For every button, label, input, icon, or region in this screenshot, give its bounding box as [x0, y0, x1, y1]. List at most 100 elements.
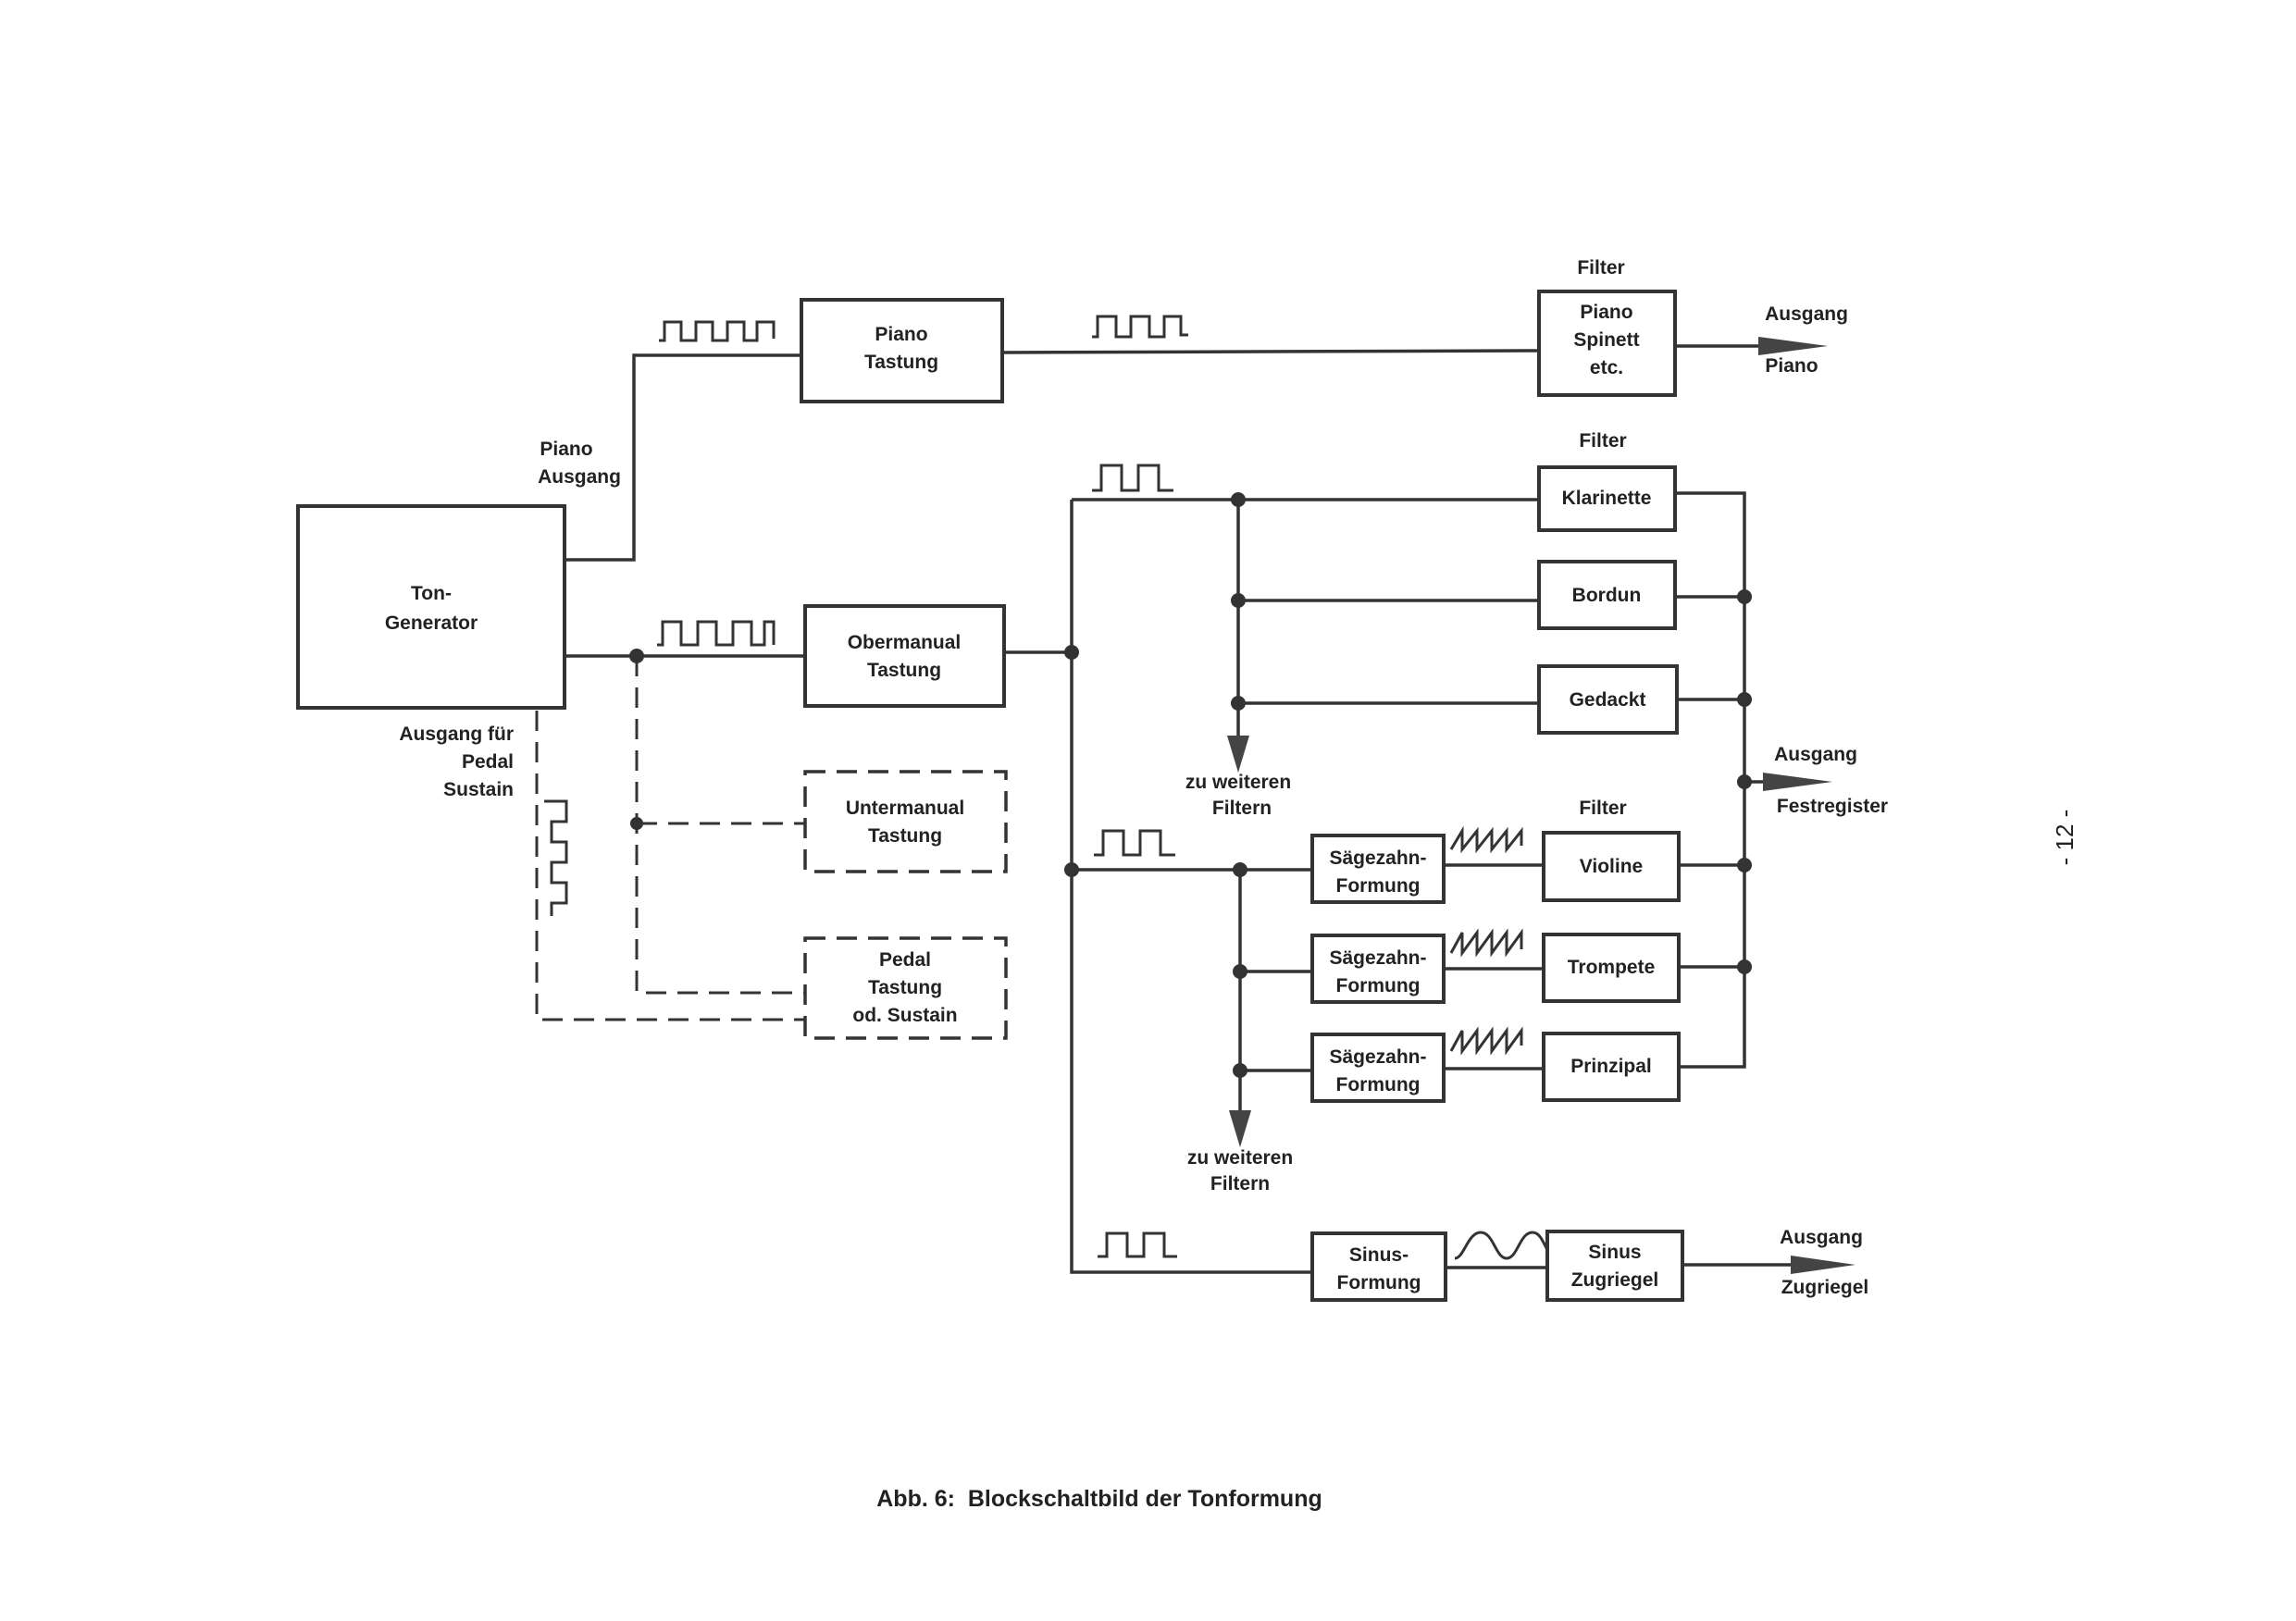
block-bordun-label: Bordun: [1572, 585, 1642, 606]
block-saegezahn-1: [1310, 834, 1446, 904]
junction-untermanual: [630, 817, 643, 830]
junction-out-gedackt: [1737, 692, 1752, 707]
block-trompete-label: Trompete: [1568, 957, 1656, 978]
label-piano-ausgang-1: Piano: [540, 439, 592, 460]
junction-gedackt: [1231, 696, 1246, 711]
wire-out-bus: [1675, 491, 1746, 1069]
label-out-piano-2: Piano: [1765, 355, 1818, 377]
label-filter-low: Filter: [1579, 798, 1626, 819]
junction-out-bordun: [1737, 589, 1752, 604]
page-number: - 12 -: [2051, 810, 2079, 866]
label-out-zug-1: Ausgang: [1780, 1227, 1863, 1248]
sawtooth-wave-icon: [1449, 1026, 1523, 1056]
block-piano-filter-line3: etc.: [1590, 357, 1623, 378]
label-ausgang-pedal-3: Sustain: [443, 779, 514, 800]
block-obermanual-line1: Obermanual: [848, 632, 962, 653]
junction-obermanual-out: [1064, 645, 1079, 660]
square-wave-icon: [657, 620, 776, 647]
block-bordun: [1537, 560, 1677, 630]
block-sinus-zugriegel: [1545, 1230, 1684, 1302]
junction-gen: [629, 649, 644, 663]
label-out-zug-2: Zugriegel: [1781, 1277, 1869, 1298]
square-wave-icon: [1092, 315, 1188, 339]
junction-saw1: [1233, 862, 1247, 877]
block-untermanual-line2: Tastung: [868, 825, 942, 847]
block-saegezahn-3-line1: Sägezahn-: [1329, 1046, 1426, 1068]
wire-piano-to-filter: [1001, 349, 1540, 354]
block-piano-filter-line1: Piano: [1580, 302, 1632, 323]
block-pedal-line2: Tastung: [868, 977, 942, 998]
block-untermanual-line1: Untermanual: [846, 798, 964, 819]
block-gedackt-label: Gedackt: [1570, 689, 1646, 711]
block-ton-generator-line2: Generator: [385, 613, 478, 634]
junction-out-violine: [1737, 858, 1752, 872]
arrow-zu-weiteren-2: [1229, 1110, 1251, 1147]
sine-wave-icon: [1454, 1231, 1556, 1260]
wire-dash-pedal-sustain: [535, 711, 805, 1021]
square-wave-vertical-icon: [544, 799, 568, 916]
label-out-fest-2: Festregister: [1777, 796, 1888, 817]
block-pedal-line1: Pedal: [879, 949, 931, 971]
block-klarinette: [1537, 465, 1677, 532]
block-saegezahn-1-line1: Sägezahn-: [1329, 848, 1426, 869]
block-sinus-formung: [1310, 1231, 1447, 1302]
square-wave-icon: [1094, 829, 1175, 857]
block-obermanual-tastung: [803, 604, 1006, 708]
wire-bus-main: [1070, 500, 1312, 1274]
block-ton-generator-line1: Ton-: [411, 583, 452, 604]
block-piano-filter: [1537, 290, 1677, 397]
block-prinzipal-label: Prinzipal: [1570, 1056, 1652, 1077]
block-piano-filter-line2: Spinett: [1573, 329, 1639, 351]
label-ausgang-pedal-1: Ausgang für: [399, 724, 514, 745]
block-untermanual-tastung: [803, 770, 1008, 873]
block-sinus-zugriegel-line1: Sinus: [1588, 1242, 1641, 1263]
label-out-fest-1: Ausgang: [1774, 744, 1857, 765]
junction-saw2: [1233, 964, 1247, 979]
block-piano-tastung: [800, 298, 1004, 403]
block-prinzipal: [1542, 1032, 1681, 1102]
label-ausgang-pedal-2: Pedal: [462, 751, 514, 773]
block-pedal-line3: od. Sustain: [852, 1005, 957, 1026]
square-wave-icon: [659, 320, 776, 342]
label-zu-weiteren-1b: Filtern: [1212, 798, 1272, 819]
label-zu-weiteren-2b: Filtern: [1210, 1173, 1270, 1194]
block-klarinette-label: Klarinette: [1562, 488, 1652, 509]
sawtooth-wave-icon: [1449, 825, 1523, 854]
block-trompete: [1542, 933, 1681, 1003]
label-filter-top: Filter: [1577, 257, 1624, 278]
junction-out-trompete: [1737, 959, 1752, 974]
arrow-out-fest: [1763, 773, 1832, 791]
wire-piano-out: [565, 353, 801, 562]
junction-saw3: [1233, 1063, 1247, 1078]
label-zu-weiteren-2a: zu weiteren: [1187, 1147, 1293, 1169]
wire-dash-untermanual: [635, 656, 805, 995]
block-sinus-formung-line2: Formung: [1337, 1272, 1421, 1293]
junction-bordun: [1231, 593, 1246, 608]
block-sinus-zugriegel-line2: Zugriegel: [1571, 1269, 1659, 1291]
label-zu-weiteren-1a: zu weiteren: [1185, 772, 1291, 793]
block-piano-tastung-line2: Tastung: [864, 352, 938, 373]
label-piano-ausgang-2: Ausgang: [538, 466, 621, 488]
block-violine-label: Violine: [1580, 856, 1643, 877]
square-wave-icon: [1092, 464, 1173, 492]
label-filter-mid: Filter: [1579, 430, 1626, 452]
block-sinus-formung-line1: Sinus-: [1349, 1244, 1409, 1266]
block-saegezahn-1-line2: Formung: [1336, 875, 1421, 897]
block-saegezahn-2-line2: Formung: [1336, 975, 1421, 996]
block-piano-tastung-line1: Piano: [875, 324, 927, 345]
block-saegezahn-2-line1: Sägezahn-: [1329, 947, 1426, 969]
block-violine: [1542, 831, 1681, 902]
block-gedackt: [1537, 664, 1679, 735]
arrow-out-zug: [1791, 1256, 1855, 1274]
block-ton-generator: [296, 504, 566, 710]
block-saegezahn-3-line2: Formung: [1336, 1074, 1421, 1095]
sawtooth-wave-icon: [1449, 928, 1523, 958]
block-saegezahn-3: [1310, 1033, 1446, 1103]
block-obermanual-line2: Tastung: [867, 660, 941, 681]
junction-klarinette: [1231, 492, 1246, 507]
label-out-piano-1: Ausgang: [1765, 303, 1848, 325]
figure-caption: Abb. 6: Blockschaltbild der Tonformung: [876, 1486, 1322, 1512]
square-wave-icon: [1098, 1231, 1177, 1258]
junction-out-fest: [1737, 774, 1752, 789]
